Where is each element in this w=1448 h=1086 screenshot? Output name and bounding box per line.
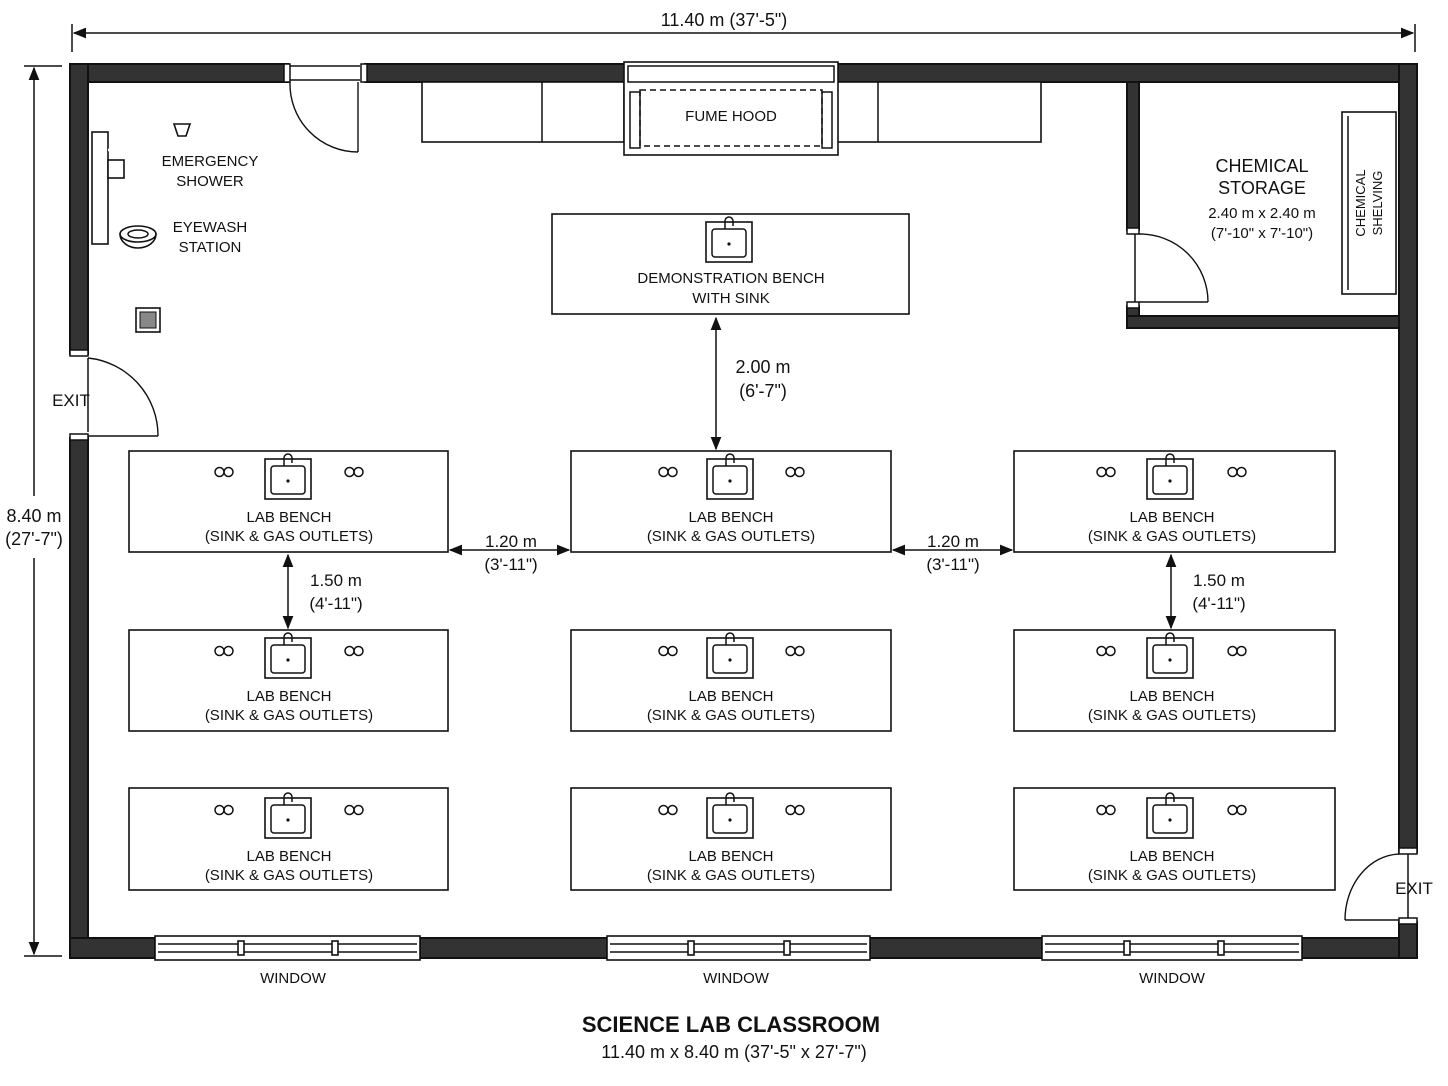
plan-subtitle: 11.40 m x 8.40 m (37'-5" x 27'-7"): [601, 1042, 866, 1062]
chemical-storage-label-1: CHEMICAL: [1215, 156, 1308, 176]
window-label: WINDOW: [703, 970, 770, 987]
plan-title: SCIENCE LAB CLASSROOM: [582, 1012, 880, 1037]
aisle-left-dimension: 1.20 m (3'-11"): [448, 532, 571, 574]
lab-bench: LAB BENCH (SINK & GAS OUTLETS): [1013, 787, 1336, 891]
emergency-shower-label-2: SHOWER: [176, 173, 244, 190]
lab-bench-label-1: LAB BENCH: [246, 848, 331, 865]
lab-bench: LAB BENCH (SINK & GAS OUTLETS): [570, 787, 892, 891]
fume-hood-label: FUME HOOD: [685, 108, 777, 125]
eyewash-station-label-2: STATION: [179, 239, 242, 256]
left-exit-label: EXIT: [52, 391, 90, 410]
overall-height-label-2: (27'-7"): [5, 529, 63, 549]
right-exit-label: EXIT: [1395, 879, 1433, 898]
overall-width-dimension: 11.40 m (37'-5"): [71, 10, 1416, 52]
window-label: WINDOW: [260, 970, 327, 987]
overall-height-dimension: 8.40 m (27'-7"): [5, 65, 63, 957]
aisle-right-label-1: 1.20 m: [927, 532, 979, 551]
row-gap-right-label-2: (4'-11"): [1192, 594, 1245, 613]
lab-bench: LAB BENCH (SINK & GAS OUTLETS): [128, 787, 449, 891]
demo-bench-label-2: WITH SINK: [692, 290, 770, 307]
lab-bench-label-1: LAB BENCH: [246, 509, 331, 526]
row-gap-left-dimension: 1.50 m (4'-11"): [282, 553, 363, 630]
lab-bench-label-2: (SINK & GAS OUTLETS): [205, 867, 373, 884]
lab-bench-label-1: LAB BENCH: [246, 688, 331, 705]
aisle-right-dimension: 1.20 m (3'-11"): [891, 532, 1014, 574]
row-gap-left-label-1: 1.50 m: [310, 571, 362, 590]
left-exit-door: EXIT: [52, 357, 159, 437]
lab-bench-label-2: (SINK & GAS OUTLETS): [647, 707, 815, 724]
exterior-walls: [69, 63, 1418, 959]
wall-counters: [421, 81, 1042, 143]
demo-bench-label-1: DEMONSTRATION BENCH: [637, 270, 824, 287]
lab-bench: LAB BENCH (SINK & GAS OUTLETS): [1013, 450, 1336, 553]
lab-bench-label-1: LAB BENCH: [688, 688, 773, 705]
row-gap-left-label-2: (4'-11"): [309, 594, 362, 613]
lab-bench-label-2: (SINK & GAS OUTLETS): [1088, 867, 1256, 884]
window: WINDOW: [1041, 935, 1303, 987]
lab-bench-label-1: LAB BENCH: [688, 848, 773, 865]
lab-bench-label-2: (SINK & GAS OUTLETS): [205, 528, 373, 545]
lab-bench-label-2: (SINK & GAS OUTLETS): [205, 707, 373, 724]
lab-bench-label-1: LAB BENCH: [1129, 848, 1214, 865]
window: WINDOW: [154, 935, 421, 987]
aisle-left-label-1: 1.20 m: [485, 532, 537, 551]
eyewash-station: EYEWASH STATION: [119, 219, 247, 256]
lab-bench: LAB BENCH (SINK & GAS OUTLETS): [1013, 629, 1336, 732]
eyewash-station-label-1: EYEWASH: [173, 219, 247, 236]
chemical-shelving-label-1: CHEMICAL: [1353, 169, 1368, 236]
row-gap-right-dimension: 1.50 m (4'-11"): [1165, 553, 1246, 630]
window: WINDOW: [606, 935, 871, 987]
chemical-shelving-label-2: SHELVING: [1370, 171, 1385, 236]
chemical-storage-dim-2: (7'-10" x 7'-10"): [1211, 225, 1313, 242]
demo-gap-label-1: 2.00 m: [735, 357, 790, 377]
overall-width-label: 11.40 m (37'-5"): [661, 10, 788, 30]
chemical-shelving: CHEMICAL SHELVING: [1341, 111, 1397, 295]
lab-bench: LAB BENCH (SINK & GAS OUTLETS): [128, 629, 449, 732]
lab-bench: LAB BENCH (SINK & GAS OUTLETS): [570, 450, 892, 553]
lab-bench-label-2: (SINK & GAS OUTLETS): [647, 528, 815, 545]
lab-bench-label-2: (SINK & GAS OUTLETS): [647, 867, 815, 884]
lab-bench: LAB BENCH (SINK & GAS OUTLETS): [128, 450, 449, 553]
demonstration-bench: DEMONSTRATION BENCH WITH SINK: [551, 213, 910, 315]
fume-hood: FUME HOOD: [623, 61, 839, 156]
lab-bench-label-1: LAB BENCH: [688, 509, 773, 526]
row-gap-right-label-1: 1.50 m: [1193, 571, 1245, 590]
lab-bench-label-2: (SINK & GAS OUTLETS): [1088, 707, 1256, 724]
overall-height-label-1: 8.40 m: [6, 506, 61, 526]
top-door: [289, 65, 360, 153]
chemical-storage-room: CHEMICAL STORAGE 2.40 m x 2.40 m (7'-10"…: [1126, 81, 1400, 329]
lab-bench-label-1: LAB BENCH: [1129, 688, 1214, 705]
aisle-left-label-2: (3'-11"): [484, 555, 537, 574]
chemical-storage-dim-1: 2.40 m x 2.40 m: [1208, 205, 1316, 222]
lab-bench-label-2: (SINK & GAS OUTLETS): [1088, 528, 1256, 545]
lab-bench-label-1: LAB BENCH: [1129, 509, 1214, 526]
floor-drain-icon: [135, 307, 161, 333]
demo-gap-dimension: 2.00 m (6'-7"): [710, 316, 791, 451]
emergency-shower: EMERGENCY SHOWER: [91, 116, 259, 245]
window-label: WINDOW: [1139, 970, 1206, 987]
aisle-right-label-2: (3'-11"): [926, 555, 979, 574]
demo-gap-label-2: (6'-7"): [739, 381, 787, 401]
lab-bench: LAB BENCH (SINK & GAS OUTLETS): [570, 629, 892, 732]
emergency-shower-label-1: EMERGENCY: [162, 153, 259, 170]
right-exit-door: EXIT: [1344, 853, 1433, 921]
chemical-storage-label-2: STORAGE: [1218, 178, 1306, 198]
